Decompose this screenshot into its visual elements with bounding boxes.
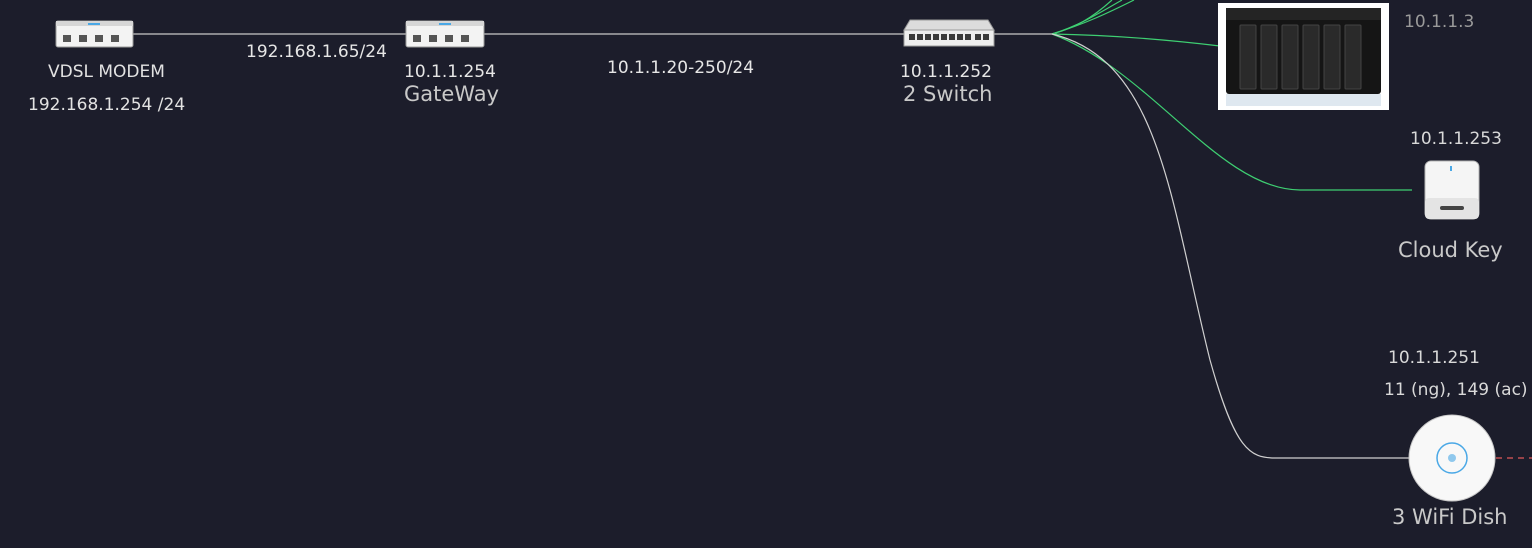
gateway-name-label: GateWay	[404, 82, 500, 106]
gateway-ip-label: 10.1.1.254	[404, 62, 496, 82]
link-switch-ap	[1051, 33, 1410, 459]
switch-icon[interactable]	[903, 19, 995, 47]
modem-ip-label: 192.168.1.254 /24	[28, 95, 186, 115]
cloudkey-ip-label: 10.1.1.253	[1410, 129, 1502, 149]
ap-ip-label: 10.1.1.251	[1388, 348, 1480, 368]
modem-name-label: VDSL MODEM	[48, 62, 165, 82]
link-switch-offscreen-1	[1051, 0, 1113, 35]
link-switch-offscreen-2	[1051, 0, 1123, 35]
link-gateway-switch-label: 10.1.1.20-250/24	[607, 58, 755, 78]
cloud-key-icon[interactable]	[1424, 160, 1480, 220]
switch-name-label: 2 Switch	[903, 82, 993, 106]
cloudkey-name-label: Cloud Key	[1398, 238, 1503, 262]
switch-ip-label: 10.1.1.252	[900, 62, 992, 82]
nas-ip-label: 10.1.1.3	[1404, 12, 1475, 32]
access-point-icon[interactable]	[1408, 414, 1496, 502]
ap-channels-label: 11 (ng), 149 (ac)	[1384, 380, 1528, 400]
switch-green-links	[1051, 0, 1412, 191]
router-icon[interactable]	[405, 20, 485, 48]
nas-icon[interactable]	[1218, 3, 1389, 110]
ap-name-label: 3 WiFi Dish	[1392, 505, 1508, 529]
link-switch-nas	[1051, 33, 1221, 47]
link-switch-offscreen-3	[1051, 0, 1135, 35]
link-switch-cloudkey	[1051, 33, 1412, 191]
router-icon[interactable]	[55, 20, 134, 48]
link-modem-gateway-label: 192.168.1.65/24	[246, 42, 387, 62]
